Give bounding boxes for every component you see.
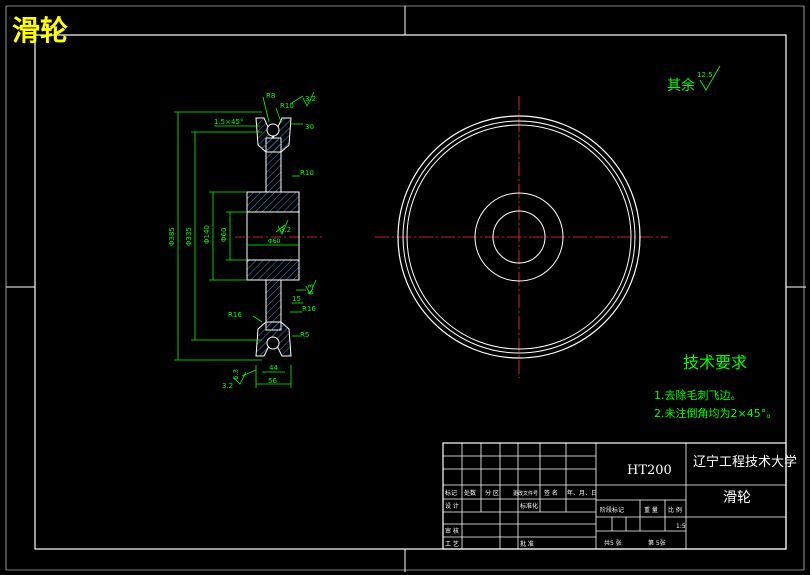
dim-ra-bottom: 3.2	[222, 382, 233, 390]
row-label-file: 更改文件号	[513, 490, 538, 497]
dim-ra-right: 6.3	[307, 284, 315, 295]
outer-rim-circle	[397, 115, 641, 359]
dim-d-bore: Φ60	[220, 228, 228, 242]
weight-label: 重 量	[644, 506, 658, 514]
tech-req-item-2: 2.未注倒角均为2×45°。	[654, 406, 777, 420]
scale-value: 1:5	[676, 523, 686, 530]
tech-req-item-1: 1.去除毛刺飞边。	[654, 388, 742, 402]
review-label: 审 核	[445, 527, 459, 535]
sheet-no: 第 5张	[648, 539, 666, 547]
dim-r16b: R16	[228, 311, 242, 319]
approve-label: 批 准	[520, 540, 534, 548]
row-label-date: 年、月、日	[567, 489, 597, 497]
rope-circle-bottom	[266, 336, 280, 350]
dim-44: 44	[269, 364, 278, 372]
roughness-symbols	[233, 91, 317, 385]
dim-30: 30	[305, 123, 314, 131]
rim-inner-circle	[402, 120, 636, 354]
school-name: 辽宁工程技术大学	[693, 454, 797, 470]
hub-top-section	[246, 191, 300, 213]
drawing-title: 滑轮	[12, 14, 68, 47]
stage-label: 阶段标记	[600, 506, 624, 514]
title-block	[442, 442, 787, 550]
row-label-count: 处数	[464, 489, 476, 497]
roughness-note-value: 12.5	[697, 71, 713, 79]
dim-ra-inner: 3.2	[280, 226, 291, 234]
row-label-zone: 分 区	[485, 489, 499, 497]
dim-r10: R10	[280, 102, 294, 110]
dim-r10b: R10	[300, 169, 314, 177]
dim-chamfer: 1.5×45°	[214, 118, 243, 126]
material-label: HT200	[627, 463, 672, 478]
process-label: 工 艺	[445, 540, 459, 548]
dim-d-mid: Φ335	[185, 227, 193, 246]
dim-r16: R16	[302, 305, 316, 313]
row-label-sign: 签 名	[544, 489, 558, 497]
section-view	[235, 117, 325, 357]
ratio-label: 比 例	[668, 506, 682, 514]
dim-ra-left: 6.3	[232, 369, 240, 380]
hub-bottom-section	[246, 259, 300, 281]
row-label-mark: 标记	[445, 489, 457, 497]
rope-circle-top	[266, 123, 280, 137]
dim-d-hub: Φ140	[203, 225, 211, 244]
roughness-note-label: 其余	[667, 77, 695, 94]
groove-circle	[406, 124, 632, 350]
tech-req-heading: 技术要求	[683, 353, 747, 372]
dimension-lines	[174, 95, 306, 388]
dim-15: 15	[292, 295, 301, 303]
front-view	[375, 96, 668, 378]
bore-circle	[492, 210, 546, 264]
dim-56: 56	[268, 377, 277, 385]
dim-r8: R8	[266, 92, 275, 100]
part-name: 滑轮	[723, 489, 751, 506]
sheet-frame	[5, 5, 806, 572]
roughness-note-symbol	[699, 65, 721, 91]
sheet-total: 共5 张	[604, 539, 622, 547]
dim-r5: R5	[300, 331, 309, 339]
designer-label: 设 计	[445, 502, 459, 510]
dim-d-outer: Φ385	[168, 227, 176, 246]
hub-circle	[474, 192, 564, 282]
dim-hub-60: Φ60	[268, 238, 281, 245]
standard-label: 标准化	[520, 502, 538, 510]
